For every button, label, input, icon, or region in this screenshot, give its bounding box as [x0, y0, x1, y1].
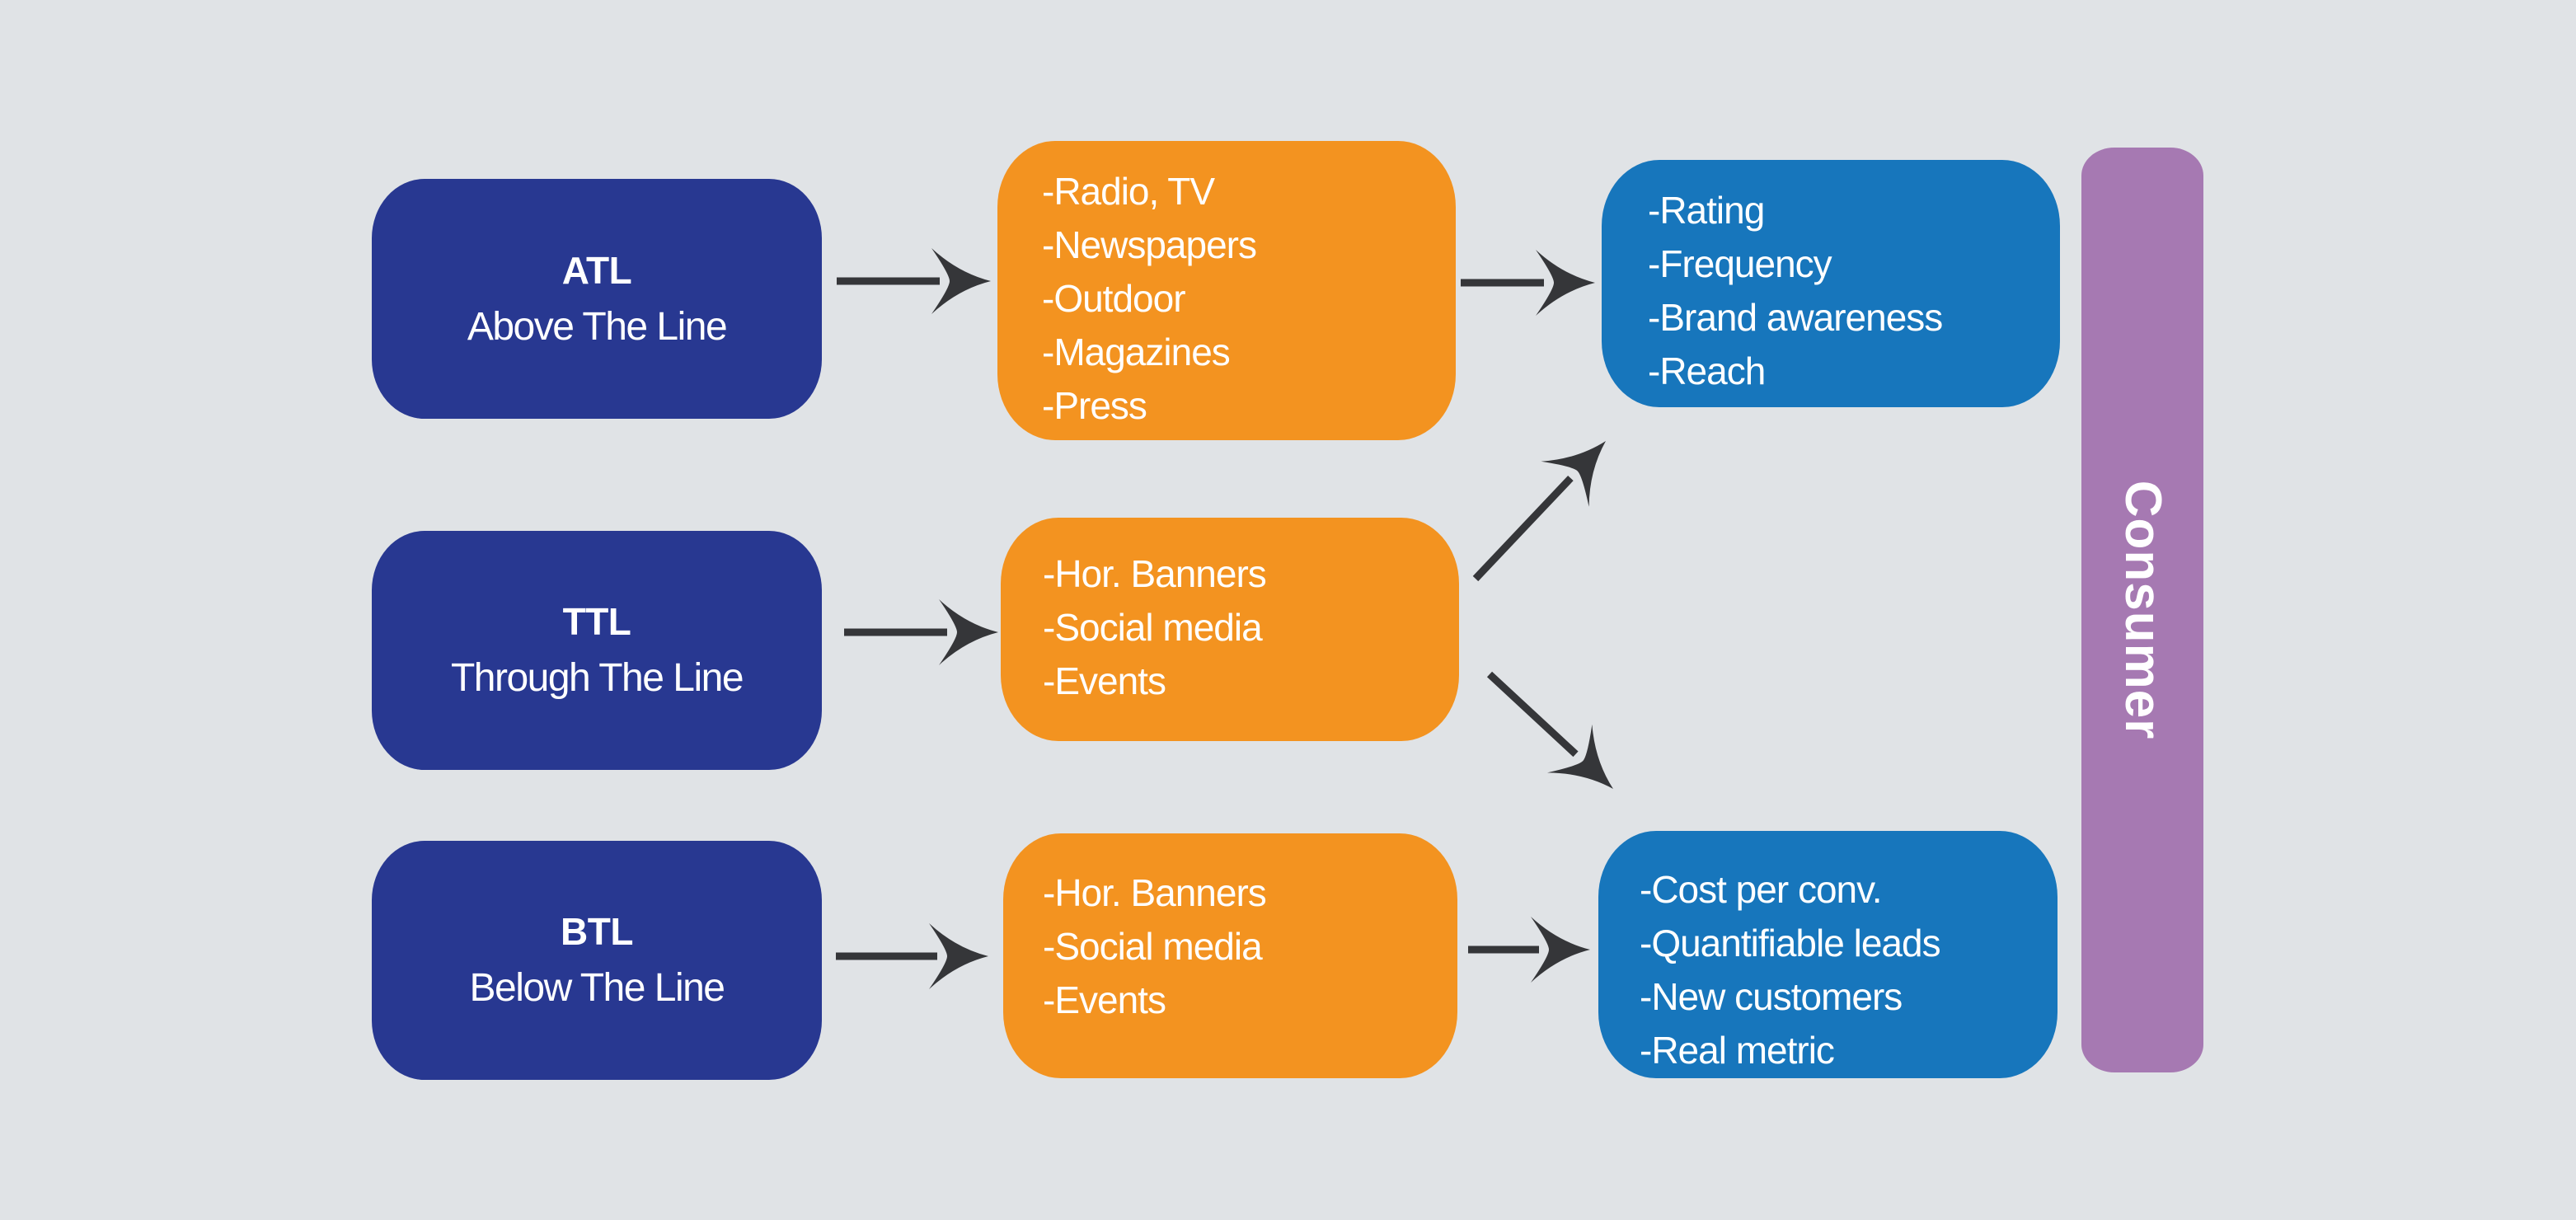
arrow-btl-channels-to-performance-metrics	[1468, 917, 1590, 983]
metric-item: -Real metric	[1640, 1029, 1835, 1072]
metric-list: -Cost per conv. -Quantifiable leads -New…	[1640, 863, 1941, 1077]
arrow-atl-channels-to-awareness-metrics	[1461, 250, 1595, 316]
metric-item: -New customers	[1640, 975, 1903, 1018]
channel-item: -Social media	[1043, 925, 1263, 968]
arrowhead-icon	[1531, 917, 1590, 983]
channel-item: -Magazines	[1042, 331, 1231, 373]
channel-box-btl: -Hor. Banners -Social media -Events	[1003, 833, 1457, 1078]
arrow-ttl-to-ttl-channels	[844, 599, 998, 665]
channel-item: -Press	[1042, 384, 1147, 427]
strategy-abbr: ATL	[561, 248, 632, 292]
channel-list: -Hor. Banners -Social media -Events	[1043, 547, 1267, 708]
channel-item: -Newspapers	[1042, 223, 1257, 266]
arrow-shaft	[1472, 475, 1574, 582]
metric-item: -Reach	[1648, 350, 1766, 392]
strategy-name: Above The Line	[467, 304, 728, 349]
arrow-shaft	[1486, 671, 1579, 758]
arrowhead-icon	[931, 248, 991, 314]
arrowhead-icon	[929, 923, 988, 989]
arrowhead-icon	[1547, 724, 1613, 789]
consumer-bar: Consumer	[2081, 148, 2203, 1072]
metric-item: -Brand awareness	[1648, 296, 1943, 339]
channel-box-ttl: -Hor. Banners -Social media -Events	[1001, 518, 1459, 741]
arrow-atl-to-atl-channels	[837, 248, 991, 314]
metric-box-performance: -Cost per conv. -Quantifiable leads -New…	[1598, 831, 2058, 1078]
strategy-name: Below The Line	[469, 966, 726, 1010]
channel-item: -Hor. Banners	[1043, 552, 1267, 595]
arrowhead-icon	[939, 599, 998, 665]
strategy-abbr: BTL	[561, 910, 633, 953]
strategy-abbr: TTL	[562, 600, 631, 643]
channel-item: -Events	[1043, 659, 1166, 702]
metric-item: -Rating	[1648, 189, 1765, 232]
channel-item: -Events	[1043, 978, 1166, 1021]
consumer-label: Consumer	[2114, 480, 2171, 740]
metric-list: -Rating -Frequency -Brand awareness -Rea…	[1648, 184, 1943, 398]
strategy-box-atl: ATL Above The Line	[372, 179, 822, 419]
arrow-ttl-channels-to-performance-metrics	[1486, 671, 1613, 789]
arrowhead-icon	[1541, 441, 1606, 507]
channel-list: -Radio, TV -Newspapers -Outdoor -Magazin…	[1042, 165, 1257, 433]
channel-item: -Outdoor	[1042, 277, 1186, 320]
arrow-btl-to-btl-channels	[836, 923, 988, 989]
channel-box-atl: -Radio, TV -Newspapers -Outdoor -Magazin…	[997, 141, 1456, 440]
metric-box-awareness: -Rating -Frequency -Brand awareness -Rea…	[1602, 160, 2060, 407]
strategy-name: Through The Line	[450, 656, 744, 700]
metric-item: -Frequency	[1648, 242, 1832, 285]
channel-list: -Hor. Banners -Social media -Events	[1043, 866, 1267, 1027]
channel-item: -Hor. Banners	[1043, 871, 1267, 914]
channel-item: -Radio, TV	[1042, 170, 1215, 213]
metric-item: -Quantifiable leads	[1640, 922, 1941, 964]
arrowhead-icon	[1536, 250, 1595, 316]
strategy-box-btl: BTL Below The Line	[372, 841, 822, 1080]
strategy-box-ttl: TTL Through The Line	[372, 531, 822, 770]
channel-item: -Social media	[1043, 606, 1263, 649]
metric-item: -Cost per conv.	[1640, 868, 1882, 911]
arrow-ttl-channels-to-awareness-metrics	[1472, 441, 1606, 582]
